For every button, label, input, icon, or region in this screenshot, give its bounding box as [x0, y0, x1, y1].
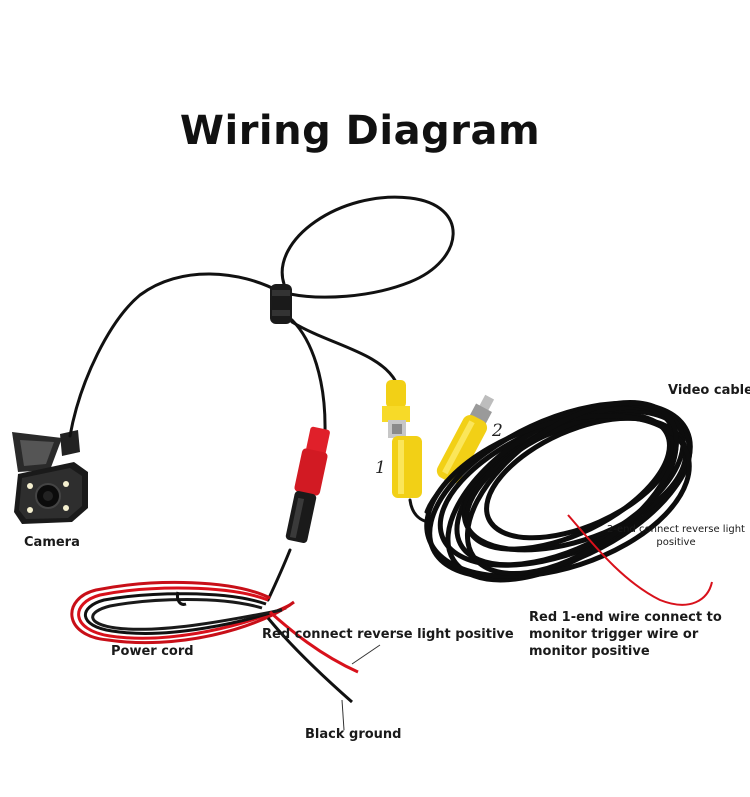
trigger-wire: [567, 514, 713, 606]
camera-label: Camera: [24, 535, 80, 550]
connector-number-2: 2: [492, 421, 503, 441]
red-reverse-label: Red connect reverse light positive: [262, 627, 514, 642]
rca-connector-1-icon: [382, 380, 422, 498]
power-cord-coil-icon: [70, 580, 359, 704]
leader-lines: [341, 644, 381, 731]
black-ground-label: Black ground: [305, 727, 402, 742]
power-cord-label: Power cord: [111, 644, 194, 659]
camera-icon: [12, 430, 88, 524]
two-end-label: 2-end connect reverse light positive: [607, 524, 745, 548]
power-connector-icon: [285, 426, 330, 543]
video-cable-label: Video cable: [668, 383, 750, 398]
rca-connector-2-icon: [436, 394, 495, 484]
red-one-end-label: Red 1-end wire connect to monitor trigge…: [529, 610, 722, 659]
cable-splitter: [270, 284, 292, 324]
video-cable-coil-icon: [424, 399, 693, 583]
connector-number-1: 1: [375, 458, 386, 478]
page-title: Wiring Diagram: [179, 108, 541, 154]
